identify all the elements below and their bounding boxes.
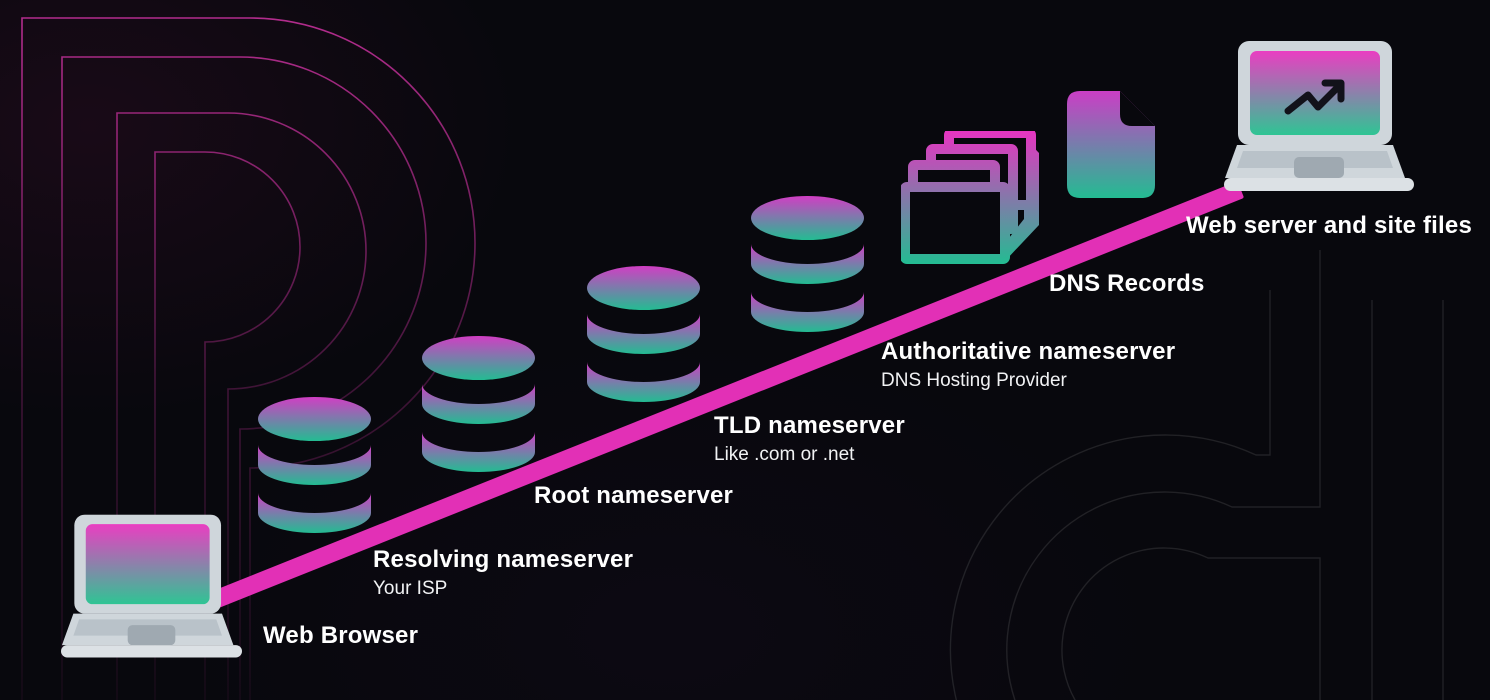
- node-label-authoritative-nameserver: Authoritative nameserver DNS Hosting Pro…: [881, 338, 1175, 391]
- node-title: DNS Records: [1049, 270, 1205, 297]
- document-icon: [1067, 91, 1155, 198]
- node-subtitle: Like .com or .net: [714, 443, 855, 465]
- node-title: Root nameserver: [534, 482, 734, 509]
- database-icon: [587, 266, 700, 406]
- node-label-resolving-nameserver: Resolving nameserver Your ISP: [373, 546, 633, 599]
- laptop-chart-icon: [1224, 41, 1414, 193]
- trend-arrow-icon: [1284, 79, 1345, 115]
- node-label-dns-records: DNS Records: [1049, 270, 1205, 298]
- database-icon: [751, 196, 864, 336]
- node-title: TLD nameserver: [714, 412, 905, 439]
- background-letter-d-outline: [949, 250, 1444, 700]
- database-icon: [422, 336, 535, 476]
- laptop-icon: [61, 512, 242, 662]
- files-stack-icon: [901, 131, 1039, 264]
- node-title: Web Browser: [263, 622, 419, 649]
- node-title: Web server and site files: [1186, 212, 1473, 239]
- node-title: Authoritative nameserver: [881, 338, 1176, 365]
- node-label-web-browser: Web Browser: [263, 622, 418, 650]
- node-subtitle: Your ISP: [373, 577, 448, 599]
- database-icon: [258, 397, 371, 537]
- node-title: Resolving nameserver: [373, 546, 634, 573]
- node-label-root-nameserver: Root nameserver: [534, 482, 733, 510]
- node-label-web-server: Web server and site files: [1186, 212, 1472, 240]
- node-subtitle: DNS Hosting Provider: [881, 369, 1067, 391]
- node-label-tld-nameserver: TLD nameserver Like .com or .net: [714, 412, 905, 465]
